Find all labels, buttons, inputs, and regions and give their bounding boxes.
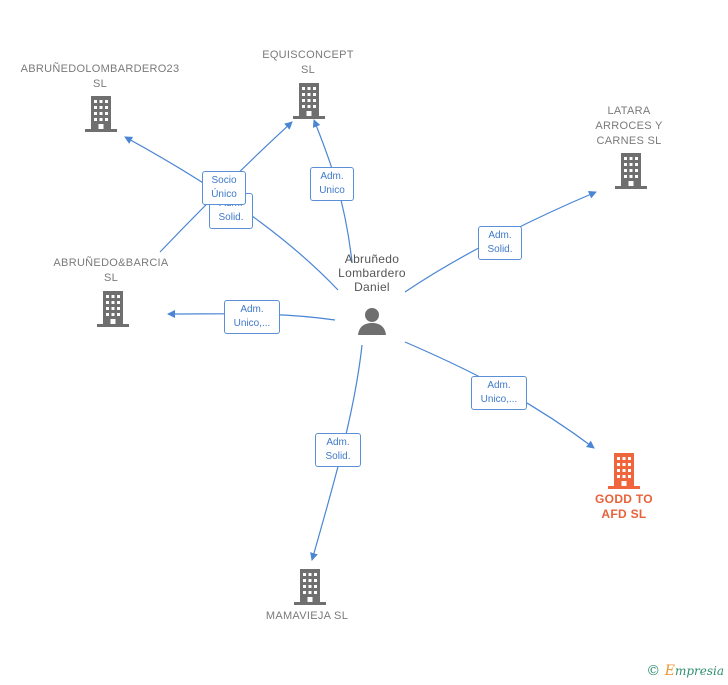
company-name-equisconcept[interactable]: EQUISCONCEPT SL [262,49,354,76]
role-adm-unico-equisconcept[interactable]: Adm. Unico [310,167,354,201]
company-name-abrunedolombardero23[interactable]: ABRUÑEDOLOMBARDERO23 SL [20,63,180,90]
company-name-latara[interactable]: LATARA ARROCES Y CARNES SL [595,105,663,147]
brand-initial: E [664,663,675,679]
role-adm-unico-goddto[interactable]: Adm. Unico,... [471,376,527,410]
role-adm-solid-mamavieja[interactable]: Adm. Solid. [315,433,361,467]
edge-to-abrunedolombardero23 [124,136,339,291]
company-name-mamavieja[interactable]: MAMAVIEJA SL [265,610,349,622]
role-socio-unico-equisconcept[interactable]: Socio Único [202,171,246,205]
building-icon[interactable] [615,153,647,189]
role-adm-solid-latara[interactable]: Adm. Solid. [478,226,522,260]
center-person-name[interactable]: Abruñedo Lombardero Daniel [338,252,406,294]
copyright-icon: © [646,663,661,679]
building-icon[interactable] [294,569,326,605]
building-icon[interactable] [97,291,129,327]
company-name-goddto[interactable]: GODD TO AFD SL [595,492,653,521]
building-icon[interactable] [293,83,325,119]
brand-footer: © Empresia [646,663,724,679]
brand-name: mpresia [674,664,724,678]
building-icon[interactable] [608,453,640,489]
role-adm-unico-abrunedobarcia[interactable]: Adm. Unico,... [224,300,280,334]
company-name-abrunedobarcia[interactable]: ABRUÑEDO&BARCIA SL [53,257,169,284]
building-icon[interactable] [85,96,117,132]
person-icon[interactable] [357,306,387,336]
